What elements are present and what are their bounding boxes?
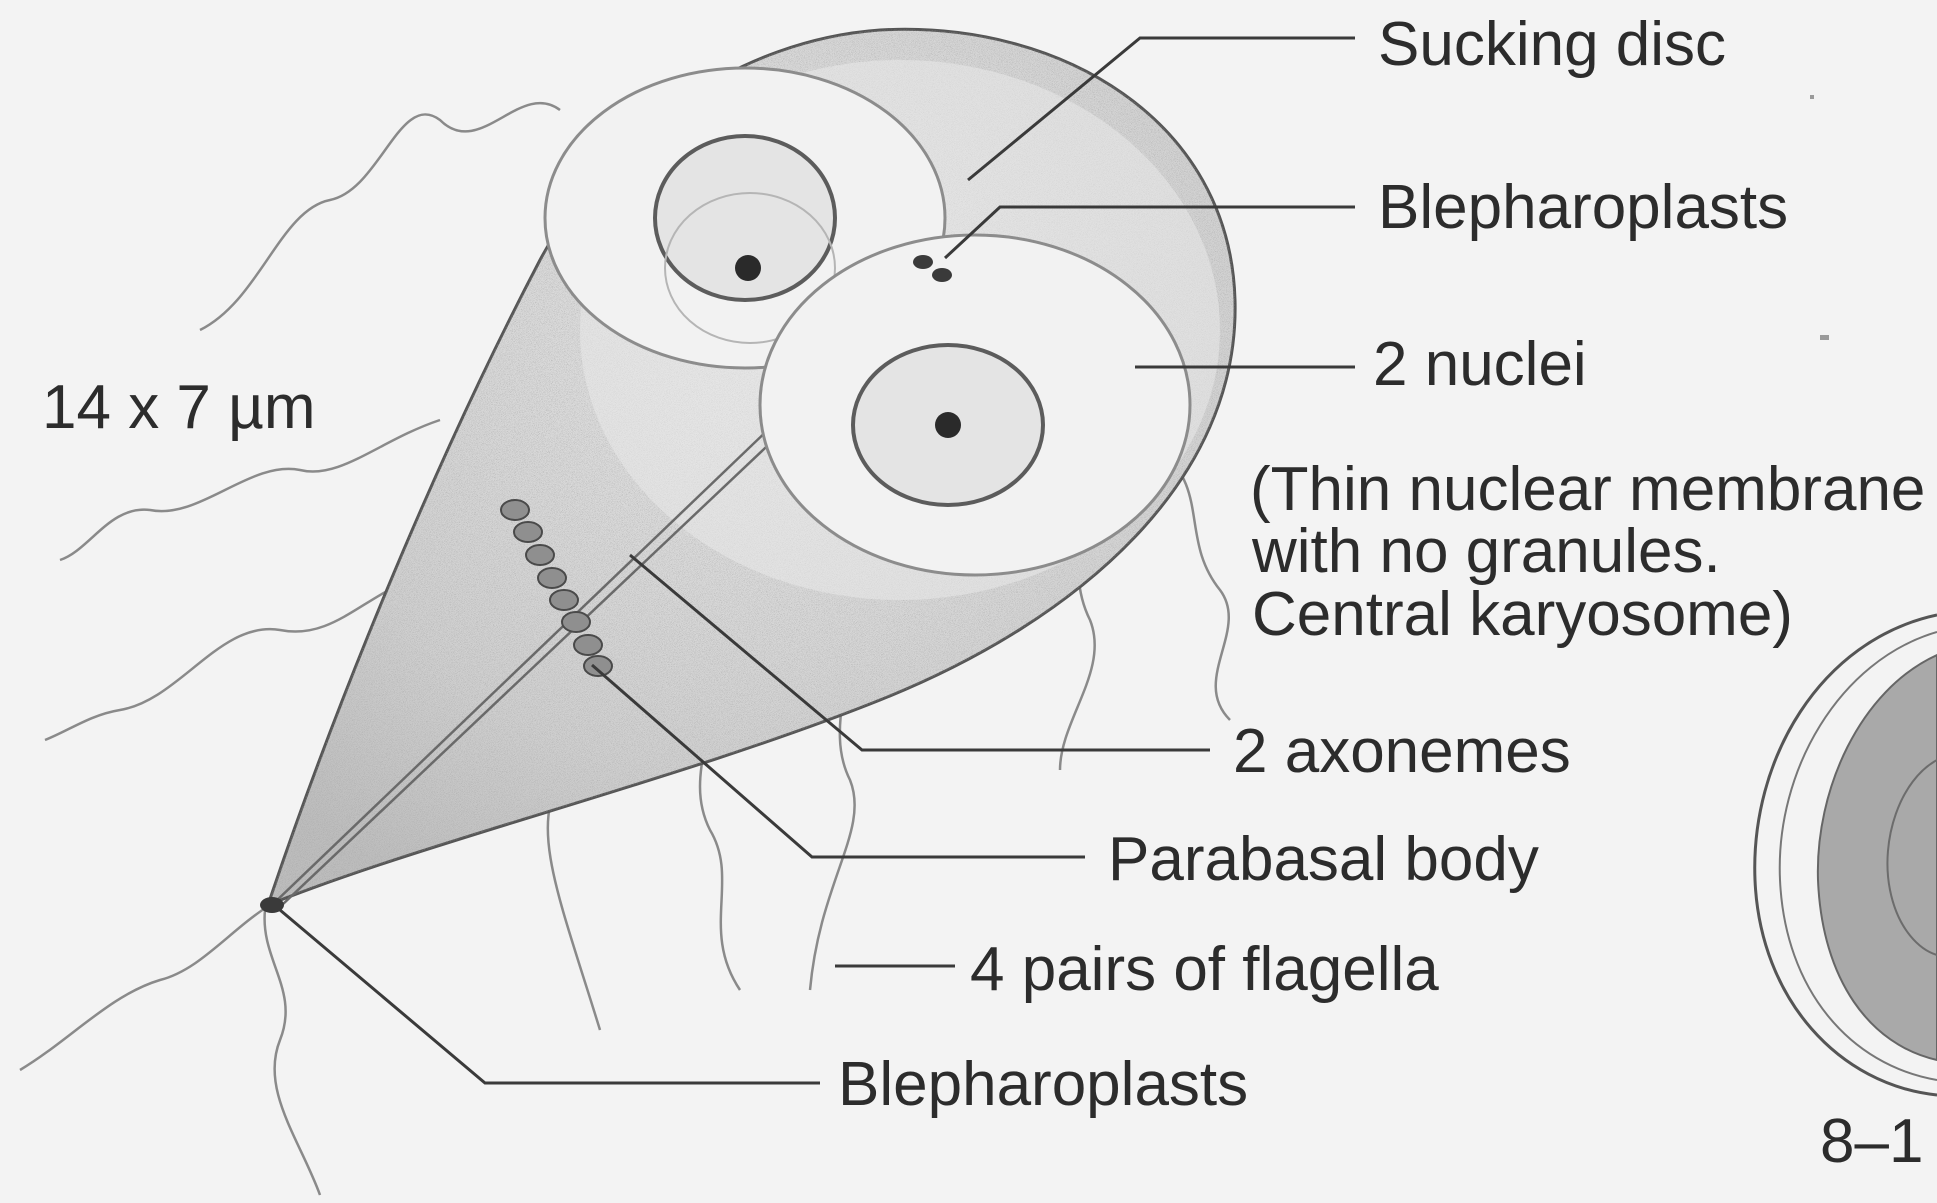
label-nuclei-note-2: with no granules. <box>1251 517 1721 586</box>
label-axonemes: 2 axonemes <box>1233 717 1571 786</box>
flagellum-1 <box>200 103 560 330</box>
specks <box>1810 95 1829 340</box>
label-parabasal-body: Parabasal body <box>1108 825 1539 894</box>
leader-blepharoplasts-bottom <box>280 910 820 1083</box>
label-flagella: 4 pairs of flagella <box>970 935 1439 1004</box>
label-nuclei: 2 nuclei <box>1373 330 1587 399</box>
karyosome-1 <box>735 255 761 281</box>
flagellum-5 <box>265 910 320 1195</box>
size-label: 14 x 7 µm <box>42 373 316 442</box>
cyst-size-label: 8–1 <box>1820 1107 1923 1176</box>
label-blepharoplasts-top: Blepharoplasts <box>1378 173 1788 242</box>
cyst-partial <box>1755 615 1937 1095</box>
karyosome-2 <box>935 412 961 438</box>
nucleus-2 <box>760 235 1190 575</box>
label-sucking-disc: Sucking disc <box>1378 10 1726 79</box>
label-blepharoplasts-bottom: Blepharoplasts <box>838 1050 1248 1119</box>
label-nuclei-note-3: Central karyosome) <box>1252 580 1793 649</box>
label-nuclei-note-1: (Thin nuclear membrane <box>1250 455 1925 524</box>
flagellum-4 <box>20 905 270 1070</box>
